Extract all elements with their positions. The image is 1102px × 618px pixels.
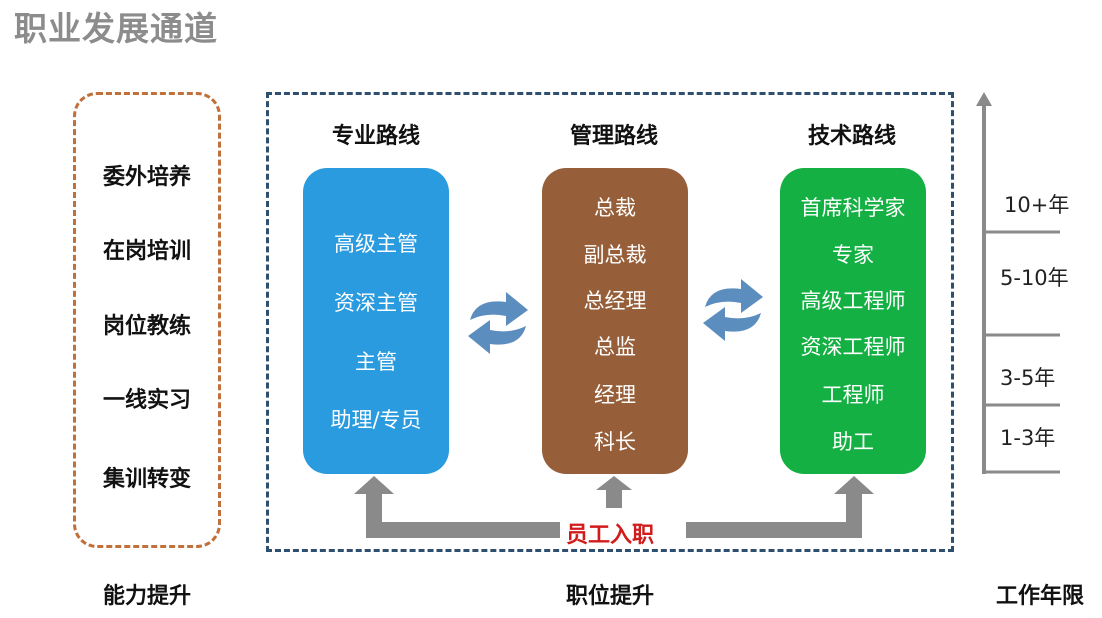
- track-item: 总监: [594, 335, 636, 359]
- track-item: 资深工程师: [800, 335, 906, 359]
- up-arrow-icon: [354, 476, 560, 538]
- track-heading-technical: 技术路线: [807, 124, 896, 149]
- up-arrow-icon: [596, 476, 632, 508]
- track-item: 总裁: [594, 196, 636, 220]
- track-heading-management: 管理路线: [569, 124, 658, 149]
- track-item: 资深主管: [334, 291, 418, 315]
- up-arrow-icon: [686, 476, 874, 538]
- track-item: 经理: [594, 383, 636, 407]
- track-item: 高级工程师: [800, 289, 906, 313]
- management-track-box: 总裁 副总裁 总经理 总监 经理 科长: [542, 168, 688, 474]
- year-label: 3-5年: [1000, 366, 1056, 390]
- ability-box: 委外培养 在岗培训 岗位教练 一线实习 集训转变: [73, 92, 221, 548]
- professional-track-box: 高级主管 资深主管 主管 助理/专员: [303, 168, 449, 474]
- track-item: 助工: [832, 430, 874, 454]
- technical-track-box: 首席科学家 专家 高级工程师 资深工程师 工程师 助工: [780, 168, 926, 474]
- ability-item: 岗位教练: [102, 314, 191, 339]
- page-title: 职业发展通道: [14, 9, 218, 48]
- track-item: 助理/专员: [330, 408, 422, 432]
- years-caption: 工作年限: [995, 584, 1084, 609]
- ability-item: 集训转变: [102, 467, 191, 492]
- ability-item: 一线实习: [102, 388, 191, 413]
- track-item: 首席科学家: [800, 196, 906, 220]
- position-box: [266, 92, 954, 552]
- track-item: 副总裁: [583, 243, 647, 267]
- track-item: 专家: [832, 243, 874, 267]
- year-label: 10+年: [1004, 193, 1070, 217]
- entry-label: 员工入职: [560, 517, 661, 549]
- track-item: 科长: [594, 430, 636, 454]
- ability-caption: 能力提升: [102, 584, 191, 609]
- track-heading-professional: 专业路线: [331, 124, 420, 149]
- cycle-arrows-icon: [703, 279, 763, 341]
- cycle-arrows-icon: [468, 292, 528, 354]
- year-label: 1-3年: [1000, 426, 1056, 450]
- position-caption: 职位提升: [565, 584, 654, 609]
- track-item: 主管: [355, 350, 397, 374]
- track-item: 高级主管: [334, 232, 418, 256]
- track-item: 工程师: [821, 383, 885, 407]
- ability-item: 在岗培训: [102, 239, 191, 264]
- year-label: 5-10年: [1000, 266, 1069, 290]
- ability-item: 委外培养: [102, 165, 191, 190]
- up-arrow-icon: [976, 92, 992, 106]
- track-item: 总经理: [583, 289, 647, 313]
